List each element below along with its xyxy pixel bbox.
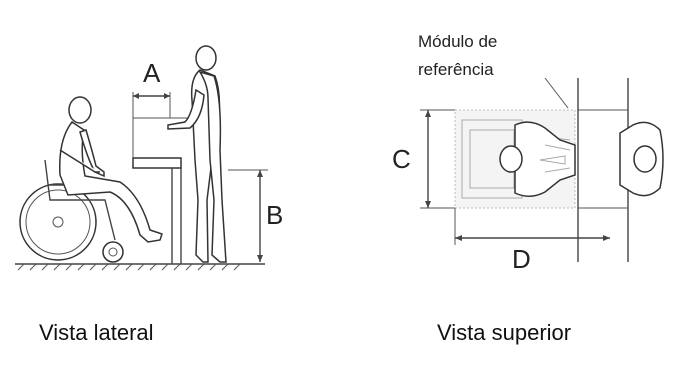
module-leader-line — [544, 77, 569, 109]
dimension-d: D — [454, 208, 610, 274]
wheelchair-user — [19, 96, 163, 263]
side-view: A B — [15, 45, 283, 345]
module-label-line2: referência — [418, 60, 494, 79]
floor-hatch — [15, 263, 265, 271]
seated-person-top — [499, 121, 576, 197]
dimension-b-label: B — [266, 200, 283, 230]
dimension-d-label: D — [512, 244, 531, 274]
dimension-c: C — [392, 109, 455, 209]
service-counter — [132, 117, 190, 264]
module-label-line1: Módulo de — [418, 32, 497, 51]
standing-person-top — [619, 121, 664, 197]
top-view: Módulo de referência — [392, 32, 664, 345]
standing-person — [167, 45, 227, 263]
dimension-c-label: C — [392, 144, 411, 174]
top-view-caption: Vista superior — [437, 320, 571, 345]
side-view-caption: Vista lateral — [39, 320, 154, 345]
dimension-a-label: A — [143, 58, 161, 88]
dimension-b: B — [228, 169, 283, 262]
dimension-a: A — [132, 58, 171, 118]
